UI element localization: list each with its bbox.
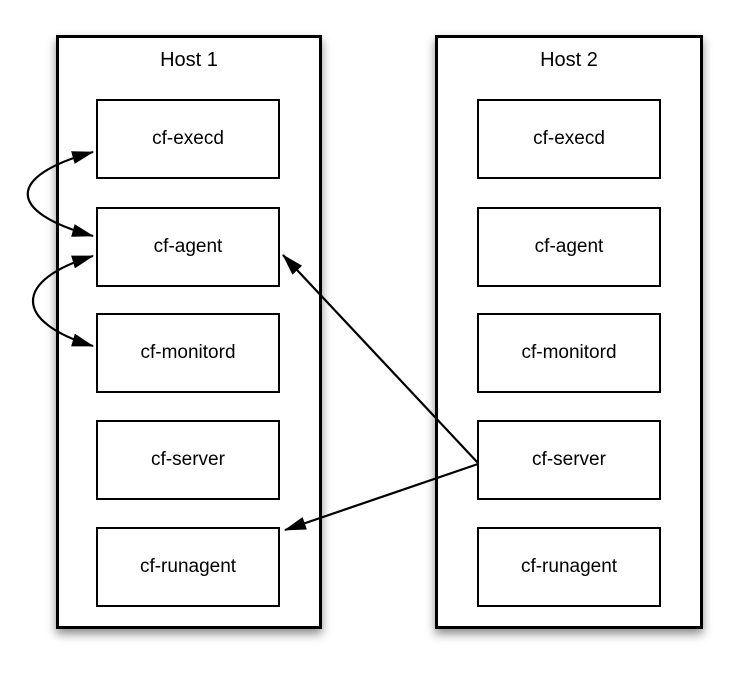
host2-title: Host 2 (540, 49, 598, 71)
host2-node-cf-execd: cf-execd (477, 99, 661, 179)
host2-node-cf-runagent: cf-runagent (477, 527, 661, 607)
host2-node-cf-server: cf-server (477, 420, 661, 500)
host1-node-cf-execd: cf-execd (96, 99, 280, 179)
host1-node-cf-runagent: cf-runagent (96, 527, 280, 607)
host1-title: Host 1 (160, 49, 218, 71)
host1-node-cf-server: cf-server (96, 420, 280, 500)
host2-node-cf-monitord: cf-monitord (477, 313, 661, 393)
host1-node-cf-monitord: cf-monitord (96, 313, 280, 393)
host2-node-cf-agent: cf-agent (477, 207, 661, 287)
host1-node-cf-agent: cf-agent (96, 207, 280, 287)
